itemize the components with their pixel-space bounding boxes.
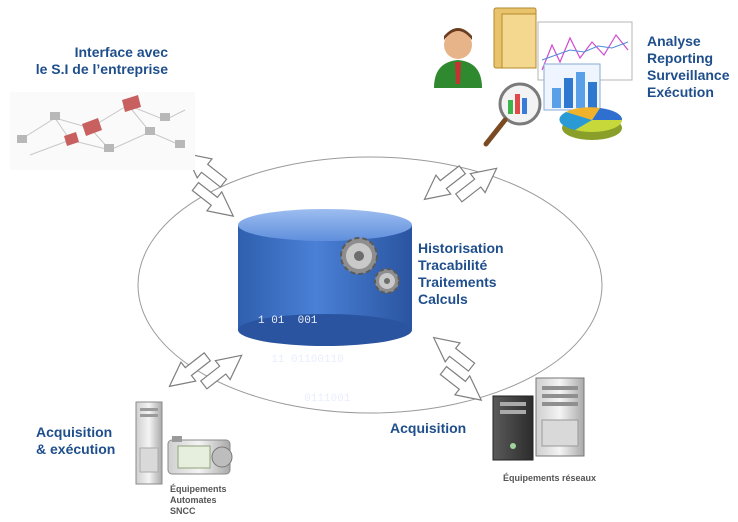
processing-labels: Historisation Tracabilité Traitements Ca… xyxy=(418,240,504,308)
user-avatar-icon xyxy=(434,28,482,88)
label-surveillance: Surveillance xyxy=(647,67,730,83)
analysis-labels: Analyse Reporting Surveillance Exécution xyxy=(647,33,730,101)
binary-text: 1 01 001 11 01100110 0111001 xyxy=(258,289,350,419)
label-historisation: Historisation xyxy=(418,240,504,256)
network-equipment-label: Équipements réseaux xyxy=(503,473,597,483)
industrial-motor-icon xyxy=(167,436,233,475)
acquisition-label: Acquisition xyxy=(390,420,467,436)
label-traitements: Traitements xyxy=(418,274,497,290)
equipment-line-1: Équipements xyxy=(170,484,227,494)
binary-line-3: 0111001 xyxy=(258,393,351,405)
arrow-bottom-right xyxy=(432,336,483,401)
binary-line-2: 11 01100110 xyxy=(258,354,344,366)
label-execution: Exécution xyxy=(647,84,714,100)
enterprise-interface-line1: Interface avec xyxy=(74,44,168,60)
magnifier-icon xyxy=(483,82,542,147)
label-tracabilite: Tracabilité xyxy=(418,257,488,273)
label-analyse: Analyse xyxy=(647,33,701,49)
binary-line-1: 1 01 001 xyxy=(258,315,318,327)
arrow-top-left xyxy=(184,152,235,217)
arrow-bottom-left xyxy=(168,352,243,390)
enterprise-interface-line2: le S.I de l’entreprise xyxy=(35,61,168,77)
acquisition-execution-label: Acquisition & exécution xyxy=(36,424,115,458)
equipment-line-3: SNCC xyxy=(170,506,196,516)
folder-icon xyxy=(493,7,537,69)
pie-chart-icon xyxy=(559,107,623,140)
enterprise-interface-label: Interface avec le S.I de l’entreprise xyxy=(10,44,168,78)
acquisition-execution-line2: & exécution xyxy=(36,441,116,457)
equipment-list: Équipements Automates SNCC xyxy=(170,484,227,517)
orbit-ellipse xyxy=(137,156,603,414)
arrow-top-right xyxy=(423,165,498,203)
label-reporting: Reporting xyxy=(647,50,714,66)
equipment-line-2: Automates xyxy=(170,495,217,505)
network-servers-icon xyxy=(492,377,585,461)
bar-chart-icon xyxy=(543,63,601,111)
gears-icon xyxy=(340,237,400,294)
server-tower-icon xyxy=(135,401,163,485)
label-calculs: Calculs xyxy=(418,291,468,307)
network-map-icon xyxy=(10,92,195,170)
acquisition-execution-line1: Acquisition xyxy=(36,424,113,440)
